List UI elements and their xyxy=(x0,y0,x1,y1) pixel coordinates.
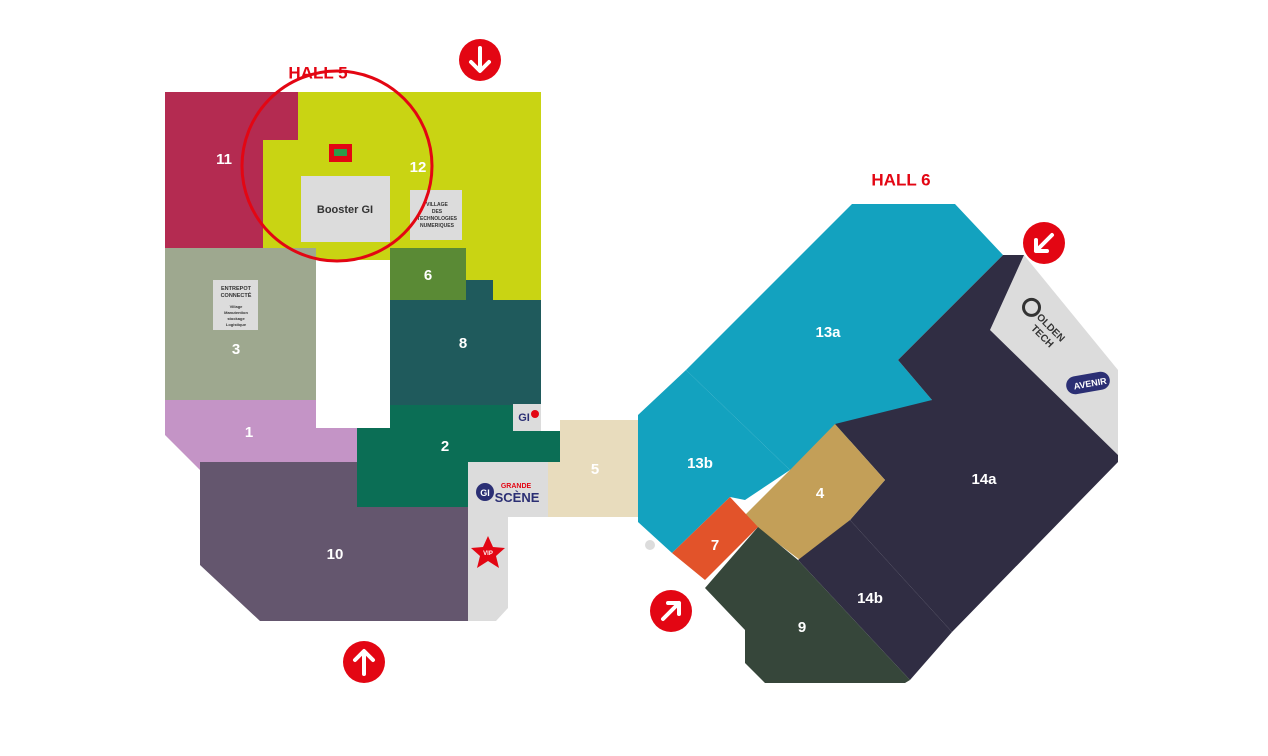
entrepot-sub-1: Village xyxy=(230,304,244,309)
highlight-circle xyxy=(240,69,434,263)
zone-label-14a: 14a xyxy=(971,471,997,488)
hall-5-label: HALL 5 xyxy=(288,63,347,82)
central-aisle xyxy=(316,260,390,428)
zone-13b[interactable] xyxy=(638,370,790,553)
gi-tv-logo: GI xyxy=(518,410,539,424)
arrow-down-icon[interactable] xyxy=(459,39,501,81)
arrow-up-right-icon[interactable] xyxy=(650,590,692,632)
village-line-3: TECHNOLOGIES xyxy=(417,216,458,222)
village-line-4: NUMERIQUES xyxy=(420,223,455,229)
zone-14b[interactable] xyxy=(798,520,952,680)
entrepot-line-2: CONNECTÉ xyxy=(221,291,252,299)
hall-6-label: HALL 6 xyxy=(871,170,930,189)
village-line-2: DES xyxy=(432,209,443,215)
arrow-up-icon[interactable] xyxy=(343,641,385,683)
zone-label-9: 9 xyxy=(798,619,806,636)
booster-gi-label: Booster GI xyxy=(317,204,373,216)
zone-11[interactable] xyxy=(165,92,298,248)
grande-scene-logo: GI GRANDE SCÈNE xyxy=(476,483,540,505)
zone-label-5: 5 xyxy=(591,461,599,478)
entrepot-sub-2: Manutention xyxy=(224,310,248,315)
zone-label-1: 1 xyxy=(245,424,253,441)
zone-10[interactable] xyxy=(200,462,468,621)
grande-scene-line-1: GRANDE xyxy=(501,483,532,490)
zone-label-13b: 13b xyxy=(687,455,713,472)
zone-14a[interactable] xyxy=(835,255,1118,632)
vip-star-icon[interactable]: VIP xyxy=(471,536,505,568)
entrepot-connecte-booth[interactable] xyxy=(213,280,258,330)
svg-text:VIP: VIP xyxy=(483,551,493,557)
zone-label-10: 10 xyxy=(327,546,344,563)
grande-scene-area[interactable] xyxy=(468,462,548,621)
zone-4[interactable] xyxy=(745,424,885,560)
small-logo xyxy=(645,540,655,550)
golden-tech-area[interactable] xyxy=(990,255,1118,455)
zone-1[interactable] xyxy=(165,400,357,470)
zone-label-7: 7 xyxy=(711,537,719,554)
zone-label-2: 2 xyxy=(441,438,449,455)
avenir-logo: AVENIR xyxy=(1066,371,1110,395)
zone-label-4: 4 xyxy=(816,485,825,502)
zone-label-3: 3 xyxy=(232,341,240,358)
zone-label-6: 6 xyxy=(424,267,432,284)
entrepot-sub-3: stockage xyxy=(227,316,245,321)
zone-7[interactable] xyxy=(672,497,758,580)
village-line-1: VILLAGE xyxy=(426,202,448,208)
zone-label-8: 8 xyxy=(459,335,467,352)
zone-9[interactable] xyxy=(705,527,910,683)
entrepot-sub-4: Logistique xyxy=(226,322,247,327)
svg-text:GI: GI xyxy=(480,488,490,498)
zone-label-12: 12 xyxy=(410,159,427,176)
zone-2[interactable] xyxy=(357,405,560,507)
zone-5[interactable] xyxy=(548,420,645,517)
zone-label-14b: 14b xyxy=(857,590,883,607)
zone-6[interactable] xyxy=(390,248,466,300)
svg-text:GI: GI xyxy=(518,412,530,424)
grande-scene-line-2: SCÈNE xyxy=(495,490,540,505)
booster-gi-booth[interactable] xyxy=(301,176,390,242)
zone-label-13a: 13a xyxy=(815,324,841,341)
zone-8[interactable] xyxy=(390,280,541,405)
location-marker-inner xyxy=(334,149,347,156)
zone-label-11: 11 xyxy=(216,151,232,168)
arrow-down-left-icon[interactable] xyxy=(1023,222,1065,264)
entrepot-line-1: ENTREPOT xyxy=(221,286,252,292)
